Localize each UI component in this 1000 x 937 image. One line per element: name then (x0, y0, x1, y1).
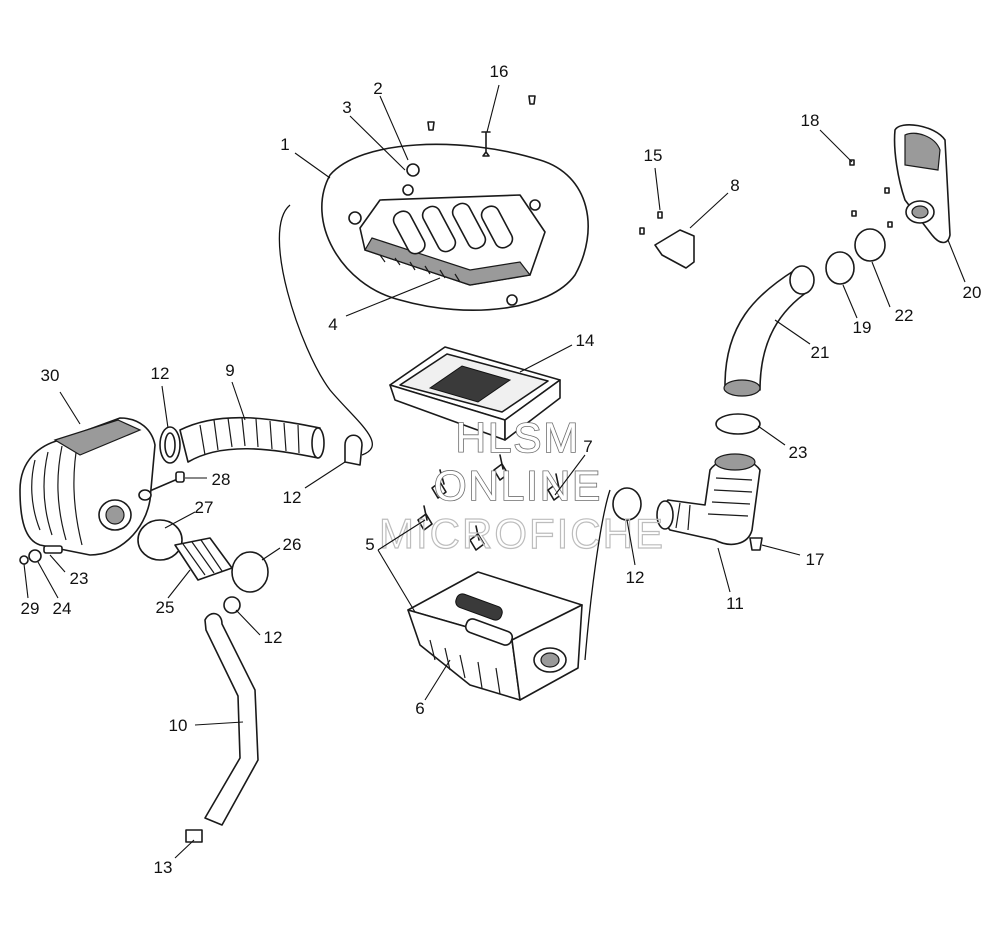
watermark-line2: ONLINE (434, 462, 602, 509)
callout-label: 14 (576, 331, 595, 350)
part-snorkel-21[interactable] (849, 124, 951, 244)
callout-label: 21 (811, 343, 830, 362)
callout-label: 29 (21, 599, 40, 618)
callout-label: 25 (156, 598, 175, 617)
callout-label: 16 (490, 62, 509, 81)
callout-label: 2 (373, 79, 382, 98)
callout-label: 30 (41, 366, 60, 385)
callout-label: 18 (801, 111, 820, 130)
callout-label: 19 (853, 318, 872, 337)
part-elbow-22[interactable] (723, 265, 815, 397)
part-duct-11[interactable] (656, 453, 761, 546)
callout-label: 17 (806, 550, 825, 569)
part-clamp-left[interactable] (159, 426, 181, 464)
callout-label: 6 (415, 699, 424, 718)
part-clamp-duct[interactable] (344, 434, 363, 466)
leader-lines (23, 84, 966, 859)
callout-label: 12 (283, 488, 302, 507)
callout-label: 27 (195, 498, 214, 517)
part-coupler-26[interactable] (137, 519, 269, 593)
callout-label: 23 (789, 443, 808, 462)
watermark-line3: MICROFICHE (379, 510, 665, 557)
callout-label: 8 (730, 176, 739, 195)
part-clips[interactable] (417, 454, 563, 551)
part-bracket-8[interactable] (639, 211, 695, 269)
part-airbox-cover[interactable] (321, 143, 589, 311)
callout-label: 10 (169, 716, 188, 735)
callout-label: 3 (342, 98, 351, 117)
part-hose-10[interactable] (185, 596, 259, 843)
callout-label: 24 (53, 599, 72, 618)
callout-label: 26 (283, 535, 302, 554)
watermark-line1: HLSM (456, 414, 581, 461)
callout-label: 28 (212, 470, 231, 489)
callout-label: 15 (644, 146, 663, 165)
callout-label: 23 (70, 569, 89, 588)
callout-label: 20 (963, 283, 982, 302)
callout-labels: 1 2 3 4 5 6 7 8 9 10 11 12 12 12 12 13 1… (21, 62, 982, 877)
callout-label: 22 (895, 306, 914, 325)
callout-label: 12 (264, 628, 283, 647)
callout-label: 5 (365, 535, 374, 554)
part-bolt-29[interactable] (151, 471, 185, 491)
part-intake-housing[interactable] (19, 417, 156, 556)
watermark: HLSM ONLINE MICROFICHE (378, 413, 665, 557)
part-stud-nut[interactable] (19, 545, 63, 565)
callout-label: 9 (225, 361, 234, 380)
part-fastener-18[interactable] (749, 537, 763, 551)
callout-label: 7 (583, 437, 592, 456)
part-air-filter[interactable] (389, 346, 561, 441)
callout-label: 12 (626, 568, 645, 587)
callout-label: 11 (726, 594, 744, 613)
callout-label: 4 (328, 315, 337, 334)
part-airbox-base[interactable] (407, 571, 583, 701)
part-screws-17[interactable] (427, 95, 536, 157)
part-clamps-20-23[interactable] (612, 228, 886, 521)
callout-label: 1 (280, 135, 289, 154)
callout-label: 12 (151, 364, 170, 383)
part-intake-duct[interactable] (179, 416, 325, 463)
callout-label: 13 (154, 858, 173, 877)
